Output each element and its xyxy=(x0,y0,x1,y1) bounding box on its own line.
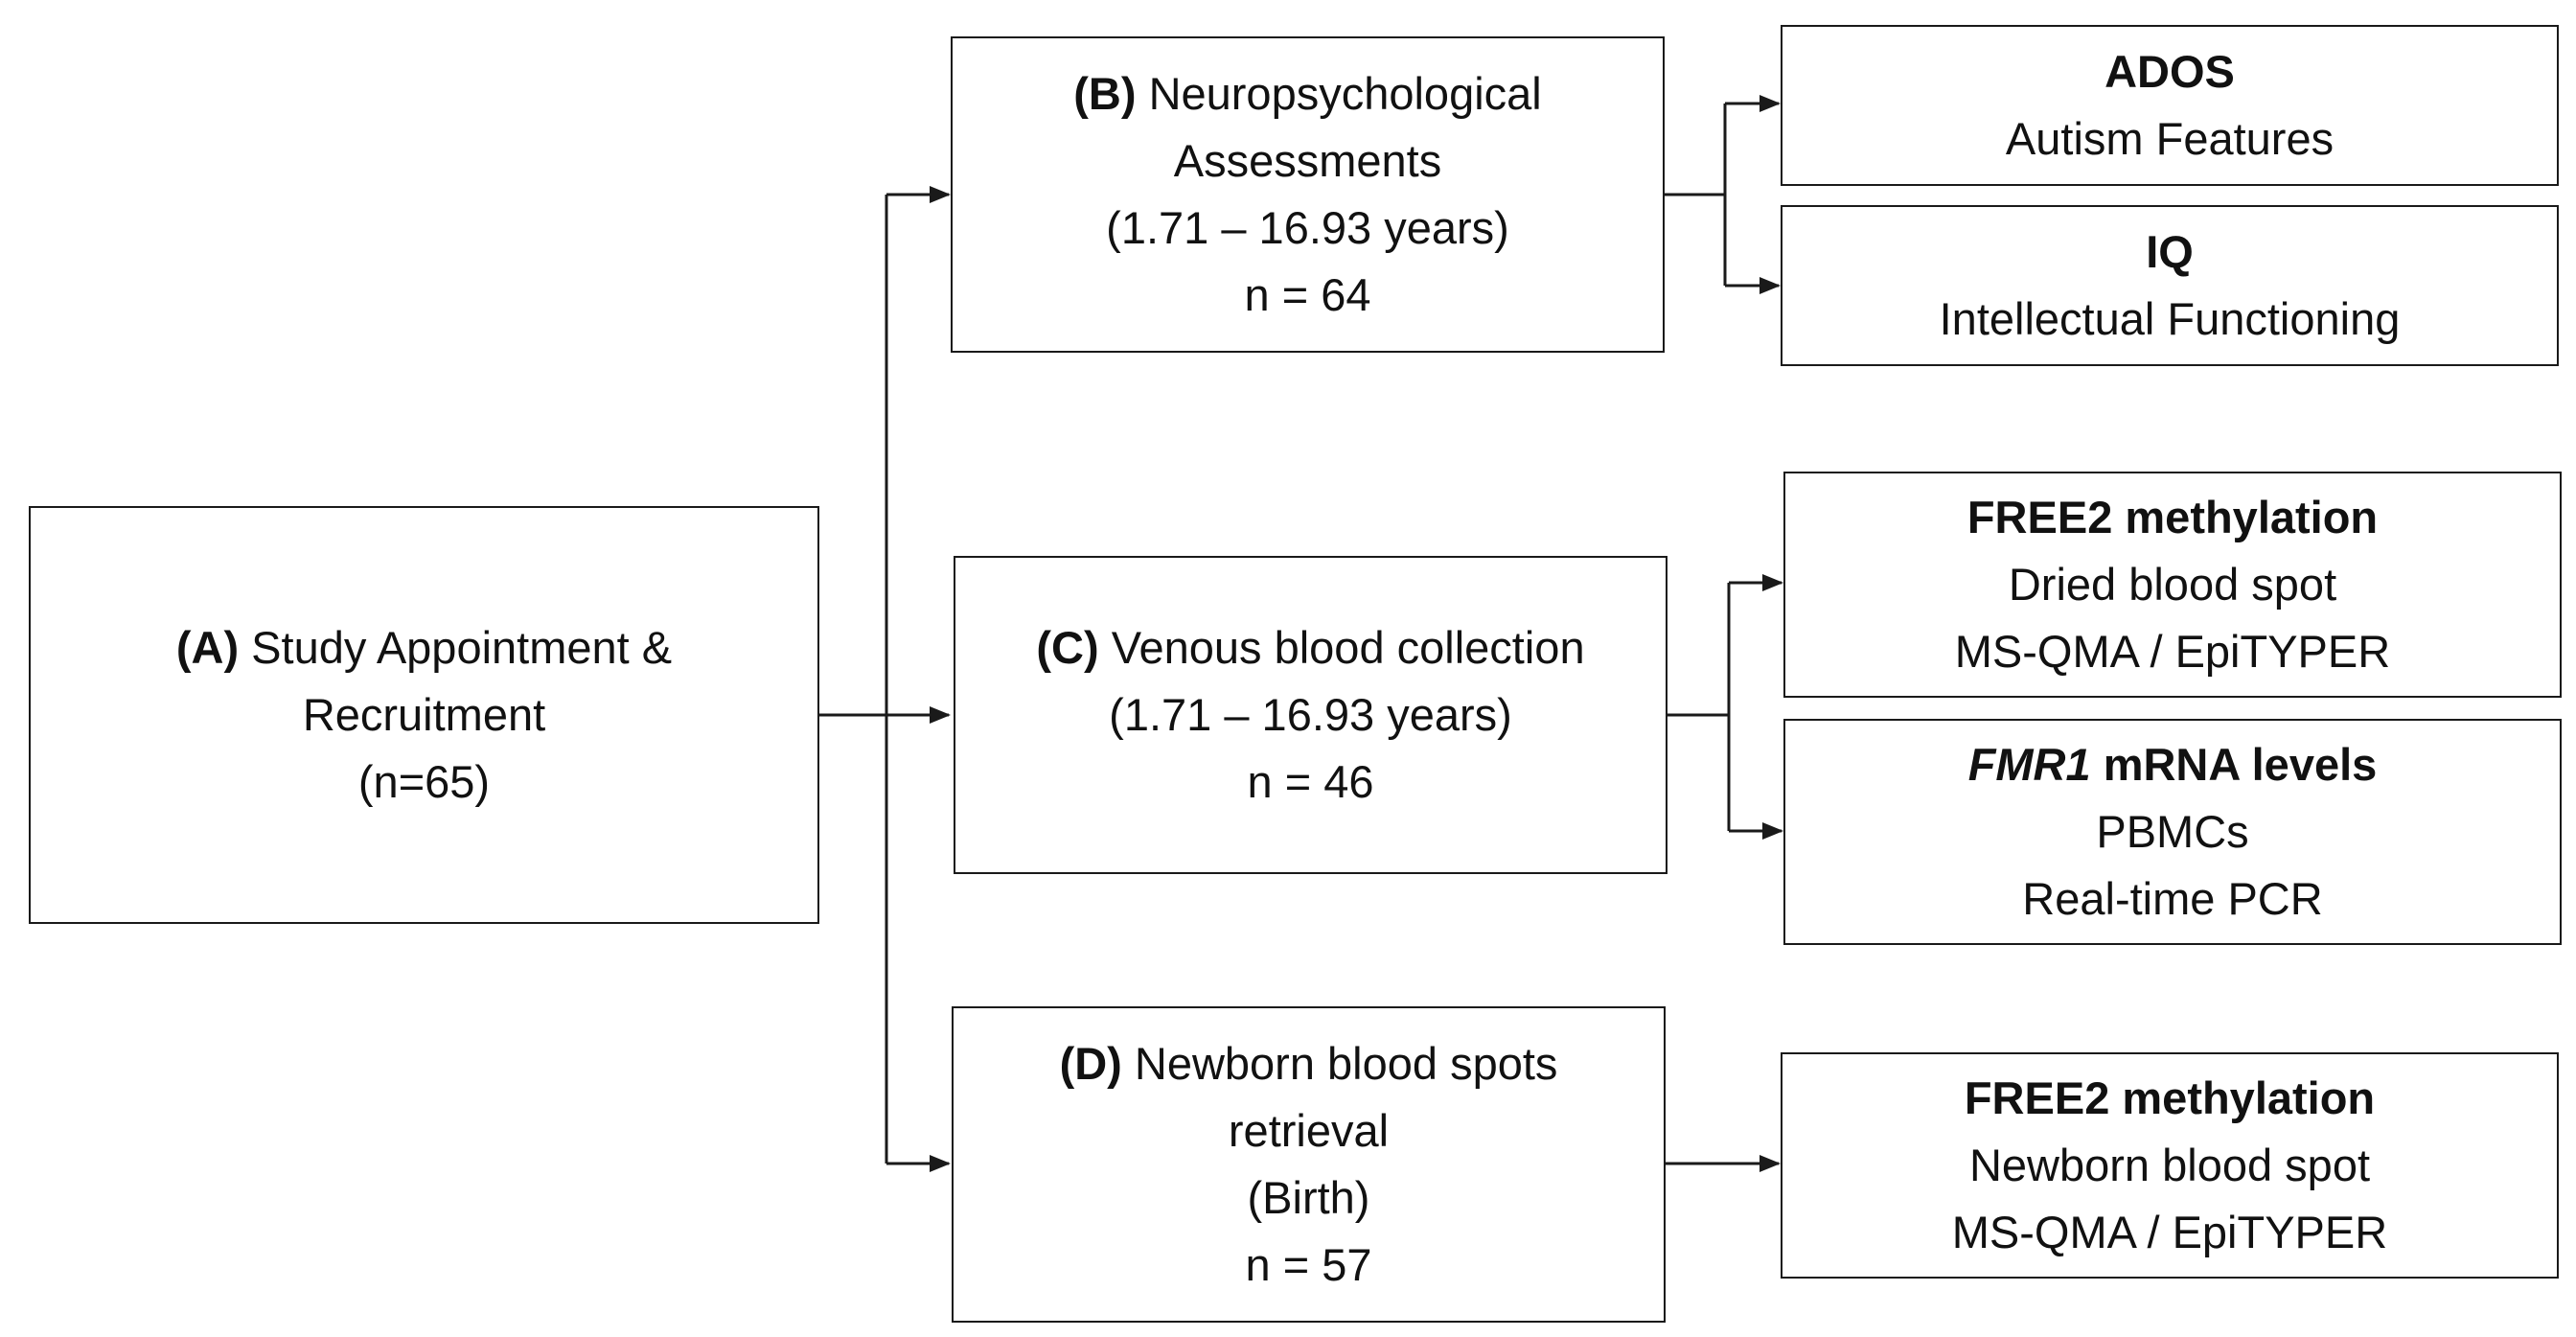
box-b-title-line2: Assessments xyxy=(1173,135,1442,186)
outcome-ados: ADOS Autism Features xyxy=(1781,25,2559,186)
box-b-title-text: Neuropsychological xyxy=(1148,68,1542,119)
outcome-fmr1-title: FMR1 mRNA levels xyxy=(1968,731,2378,798)
outcome-free2-dried-line2: MS-QMA / EpiTYPER xyxy=(1954,626,2391,677)
outcome-free2-dried-title: FREE2 methylation xyxy=(1966,492,2379,542)
box-c-count: n = 46 xyxy=(1247,756,1374,807)
box-a-title-line1: (A) Study Appointment & xyxy=(176,614,672,681)
box-c-title-text: Venous blood collection xyxy=(1111,622,1585,673)
outcome-fmr1-line2: Real-time PCR xyxy=(2022,873,2323,924)
box-d-title-line1: (D) Newborn blood spots xyxy=(1060,1030,1558,1097)
box-d-title-line2: retrieval xyxy=(1228,1105,1390,1156)
outcome-free2-newborn-line1: Newborn blood spot xyxy=(1968,1140,2371,1190)
outcome-iq-line1: Intellectual Functioning xyxy=(1939,293,2401,344)
box-d-label: (D) xyxy=(1059,1038,1122,1089)
outcome-iq: IQ Intellectual Functioning xyxy=(1781,205,2559,366)
box-c-title-line: (C) Venous blood collection xyxy=(1036,614,1584,681)
box-a-label: (A) xyxy=(175,622,240,673)
box-a-count: (n=65) xyxy=(357,756,491,807)
box-d-title-text: Newborn blood spots xyxy=(1134,1038,1558,1089)
box-b-label: (B) xyxy=(1073,68,1137,119)
box-c-label: (C) xyxy=(1036,622,1099,673)
outcome-ados-line1: Autism Features xyxy=(2005,113,2334,164)
outcome-fmr1-line1: PBMCs xyxy=(2096,806,2249,857)
box-d-count: n = 57 xyxy=(1245,1239,1372,1290)
box-d-newborn-blood-spots: (D) Newborn blood spots retrieval (Birth… xyxy=(952,1006,1666,1323)
outcome-free2-newborn-line2: MS-QMA / EpiTYPER xyxy=(1951,1207,2388,1257)
box-b-neuropsychological-assessments: (B) Neuropsychological Assessments (1.71… xyxy=(951,36,1665,353)
box-b-age-range: (1.71 – 16.93 years) xyxy=(1106,202,1509,253)
outcome-ados-title: ADOS xyxy=(2104,46,2235,97)
box-b-title-line1: (B) Neuropsychological xyxy=(1073,60,1541,127)
outcome-fmr1-gene: FMR1 xyxy=(1967,739,2091,790)
outcome-free2-newborn-blood-spot: FREE2 methylation Newborn blood spot MS-… xyxy=(1781,1052,2559,1279)
outcome-free2-dried-blood-spot: FREE2 methylation Dried blood spot MS-QM… xyxy=(1783,472,2562,698)
outcome-iq-title: IQ xyxy=(2146,226,2194,277)
outcome-fmr1-mrna: FMR1 mRNA levels PBMCs Real-time PCR xyxy=(1783,719,2562,945)
outcome-free2-dried-line1: Dried blood spot xyxy=(2008,559,2337,610)
box-d-age-range: (Birth) xyxy=(1247,1172,1370,1223)
outcome-fmr1-title-rest: mRNA levels xyxy=(2090,739,2378,790)
outcome-free2-newborn-title: FREE2 methylation xyxy=(1964,1072,2376,1123)
box-a-title-text: Study Appointment & xyxy=(251,622,673,673)
box-b-count: n = 64 xyxy=(1244,269,1371,320)
box-c-venous-blood-collection: (C) Venous blood collection (1.71 – 16.9… xyxy=(954,556,1668,874)
box-a-study-appointment: (A) Study Appointment & Recruitment (n=6… xyxy=(29,506,819,924)
box-c-age-range: (1.71 – 16.93 years) xyxy=(1109,689,1512,740)
box-a-title-line2: Recruitment xyxy=(302,689,546,740)
